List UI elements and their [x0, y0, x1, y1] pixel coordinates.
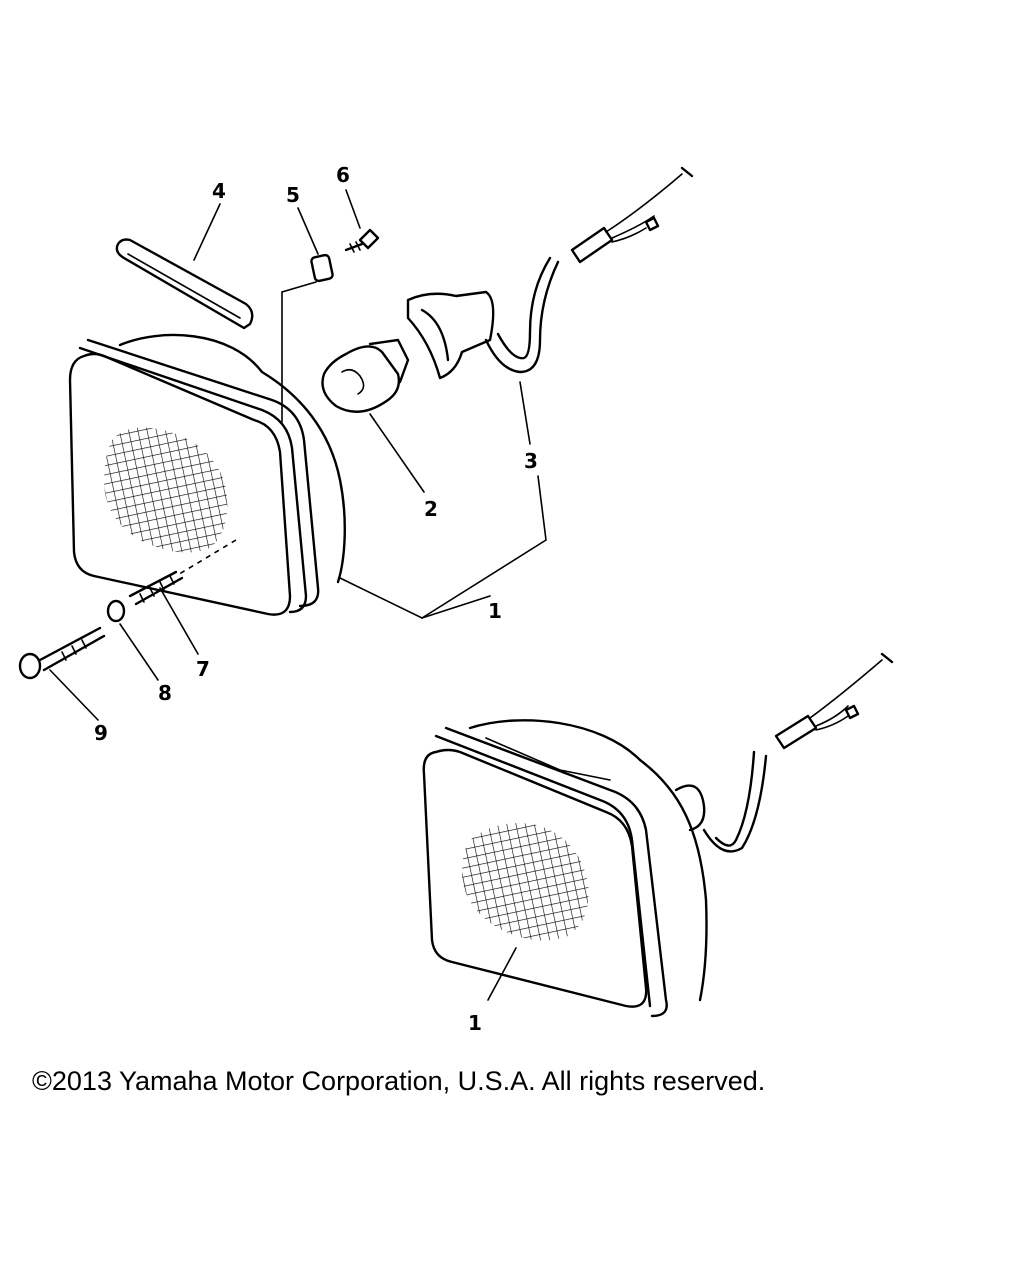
callout-1-lower: 1 [468, 1011, 482, 1035]
clip [310, 253, 334, 283]
screw-long [128, 570, 184, 606]
callout-8: 8 [158, 681, 172, 705]
screw-small [344, 228, 380, 253]
headlight-lens [68, 352, 292, 616]
headlight-housing [118, 333, 346, 584]
callout-1-upper: 1 [488, 599, 502, 623]
callout-4: 4 [212, 179, 226, 203]
callout-9: 9 [94, 721, 108, 745]
callout-3: 3 [524, 449, 538, 473]
bolt [18, 626, 106, 680]
socket-cord [406, 166, 694, 380]
trim-strip [115, 238, 254, 330]
callout-2: 2 [424, 497, 438, 521]
bulb [321, 338, 410, 413]
washer [106, 599, 126, 623]
headlight-assembled [422, 652, 894, 1018]
lens-grid-pattern [104, 427, 228, 553]
copyright-notice: ©2013 Yamaha Motor Corporation, U.S.A. A… [32, 1066, 766, 1096]
callout-5: 5 [286, 183, 300, 207]
callout-6: 6 [336, 163, 350, 187]
headlight-assembly-exploded [18, 166, 694, 721]
callout-7: 7 [196, 657, 210, 681]
